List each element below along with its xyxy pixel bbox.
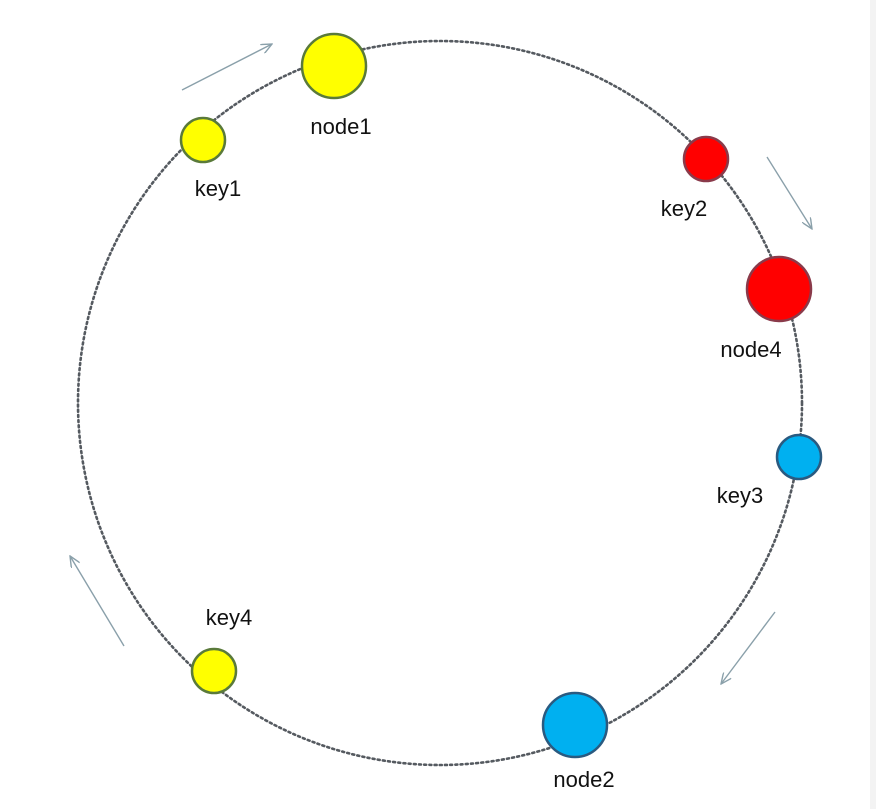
node2-marker (541, 691, 609, 759)
node1-label: node1 (310, 114, 371, 139)
node4-label: node4 (720, 337, 781, 362)
node1-marker (300, 32, 368, 100)
key4-marker (190, 647, 238, 695)
key1-label: key1 (195, 176, 241, 201)
direction-arrow-bottom (721, 611, 776, 684)
key3-label: key3 (717, 483, 763, 508)
direction-arrow-right (766, 156, 812, 229)
node4-marker (745, 255, 813, 323)
key4-label: key4 (206, 605, 252, 630)
direction-arrow-left (70, 556, 125, 647)
page-edge (870, 0, 876, 809)
direction-arrow-top (181, 44, 272, 91)
key2-label: key2 (661, 196, 707, 221)
node2-label: node2 (553, 767, 614, 792)
key2-marker (682, 135, 730, 183)
key1-marker (179, 116, 227, 164)
hash-ring (76, 39, 804, 767)
key3-marker (775, 433, 823, 481)
